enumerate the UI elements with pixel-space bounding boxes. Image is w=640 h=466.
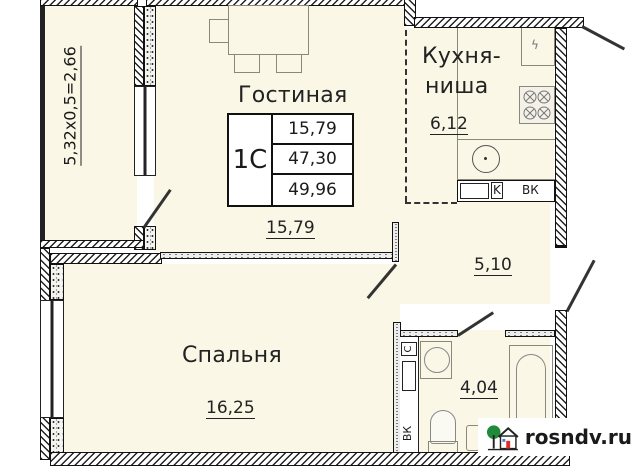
bedroom-name: Спальня: [182, 343, 282, 368]
summary-total-area-with-balcony: 49,96: [288, 180, 337, 200]
balcony-wall-insulation-top: [144, 6, 156, 86]
bedroom-top-wall: [50, 253, 162, 264]
partition-end: [392, 222, 399, 262]
balcony-inner-wall-top: [134, 6, 144, 86]
dining-table: [228, 5, 309, 55]
balcony-outer-window: [40, 6, 45, 240]
balcony-bottom-wall: [40, 240, 144, 248]
living-bedroom-partition: [160, 252, 396, 259]
rosndv-watermark[interactable]: rosndv.ru: [478, 418, 640, 456]
bedroom-left-wall-bottom: [50, 418, 64, 454]
stove-shaft-label: K: [491, 182, 503, 199]
summary-total-area: 47,30: [273, 145, 352, 175]
top-wall-kitchen: [414, 17, 584, 28]
entrance-door[interactable]: [565, 259, 596, 313]
kitchen-name-line1: Кухня-: [422, 44, 502, 69]
bedroom-left-wall-top: [50, 264, 64, 300]
electric-icon: ϟ: [531, 38, 539, 52]
hallway-floor: [400, 204, 550, 304]
kitchen-right-wall: [555, 28, 567, 246]
living-room-name: Гостиная: [238, 83, 348, 108]
kitchen-name-line2: ниша: [425, 74, 489, 99]
watermark-text: rosndv.ru: [524, 425, 632, 449]
kitchen-shaft: K ВК: [457, 180, 555, 202]
balcony-floor: [45, 6, 137, 240]
dining-chair-left: [209, 19, 228, 43]
apartment-summary-table: 1С 15,79 47,30 49,96: [227, 113, 354, 207]
top-wall-left: [40, 0, 138, 6]
top-wall-step: [404, 0, 416, 26]
house-tree-logo-icon: [486, 425, 519, 451]
balcony-window: [134, 86, 156, 176]
shaft-c-label: С: [401, 342, 417, 356]
kitchen-counter-lower: [457, 140, 555, 180]
bathroom-vent-label: ВК: [401, 425, 415, 442]
summary-living-area: 15,79: [273, 115, 352, 145]
kitchen-sink: [472, 145, 500, 173]
sink-drain-icon: [484, 157, 487, 160]
hallway-area: 5,10: [474, 255, 512, 276]
washing-drum-icon: [424, 347, 450, 373]
kitchen-boundary-horizontal: [405, 202, 457, 204]
shaft-box: [402, 361, 416, 391]
stove-burners-icon: [523, 90, 551, 120]
balcony-area-formula: 5,32х0,5=2,66: [60, 46, 82, 166]
toilet: [430, 410, 456, 444]
fridge-outlet: [521, 28, 555, 66]
washing-machine: [420, 341, 452, 379]
kitchen-balcony-door[interactable]: [581, 25, 626, 51]
balcony-area-label: 5,32х0,5=2,66: [56, 36, 86, 176]
apartment-type: 1С: [229, 115, 273, 205]
bedroom-area: 16,25: [206, 398, 255, 419]
shaft-box: [460, 183, 489, 199]
dining-chair-bottom-1: [234, 55, 260, 73]
kitchen-counter: [457, 28, 555, 140]
entrance-wall-top: [555, 246, 567, 248]
kitchen-vent-label: ВК: [522, 183, 539, 197]
balcony-wall-insulation-bottom: [144, 226, 156, 250]
bathroom-top-wall-left: [400, 330, 458, 337]
balcony-inner-wall-bottom: [134, 226, 144, 250]
bathroom-shaft: С ВК: [400, 337, 419, 457]
bathtub-inner: [516, 354, 546, 454]
bathroom-area: 4,04: [460, 378, 498, 399]
bathroom-top-wall-right: [505, 330, 555, 337]
kitchen-area: 6,12: [430, 114, 468, 135]
living-room-area: 15,79: [266, 218, 315, 239]
kitchen-stove: [519, 86, 555, 124]
bedroom-window: [40, 300, 64, 418]
dining-chair-bottom-2: [276, 55, 302, 73]
kitchen-boundary-vertical: [405, 30, 407, 202]
bedroom-floor: [64, 264, 400, 452]
